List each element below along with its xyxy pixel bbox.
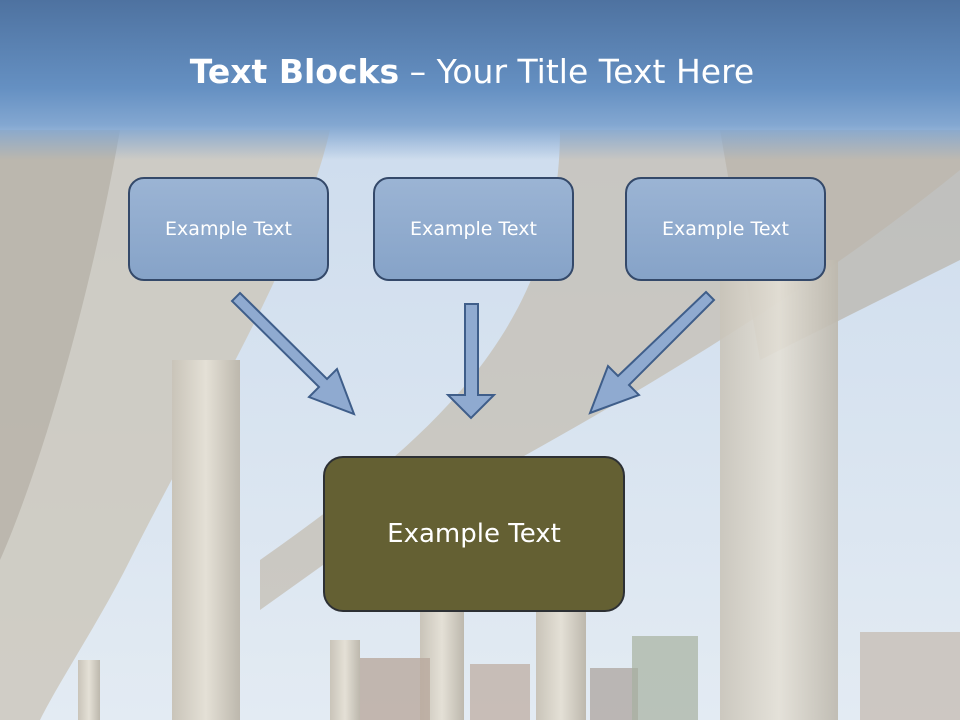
target-block-label: Example Text <box>387 519 561 549</box>
title-bold: Text Blocks <box>189 52 400 91</box>
text-block-2-label: Example Text <box>410 218 537 240</box>
target-block[interactable]: Example Text <box>323 456 625 612</box>
page-title: Text Blocks – Your Title Text Here <box>0 52 944 91</box>
arrow-right-diagonal <box>588 290 716 415</box>
text-block-3[interactable]: Example Text <box>625 177 826 281</box>
title-rest: – Your Title Text Here <box>399 52 755 91</box>
text-block-3-label: Example Text <box>662 218 789 240</box>
arrow-left-diagonal <box>230 291 356 416</box>
title-bar <box>0 0 960 160</box>
text-block-2[interactable]: Example Text <box>373 177 574 281</box>
text-block-1-label: Example Text <box>165 218 292 240</box>
text-block-1[interactable]: Example Text <box>128 177 329 281</box>
arrow-center-down <box>445 303 497 420</box>
